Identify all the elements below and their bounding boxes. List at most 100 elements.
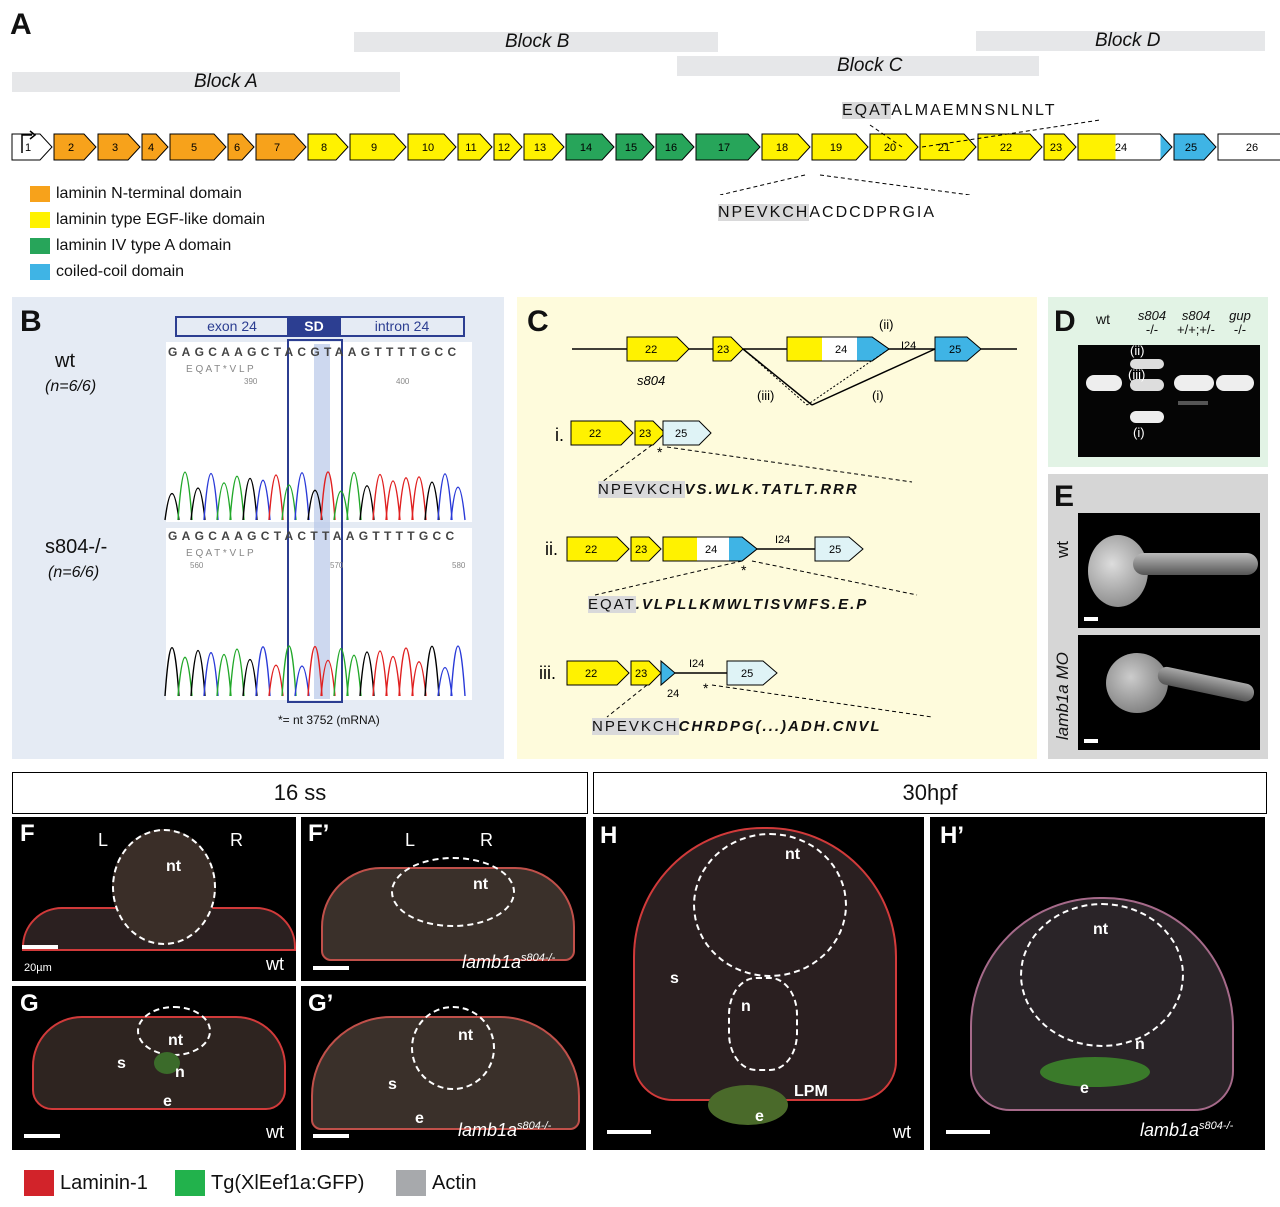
block-b-label: Block B [505, 31, 570, 52]
exon-arrow [457, 133, 493, 161]
g-wt: wt [266, 1122, 284, 1142]
f-wt: wt [266, 954, 284, 974]
scale-bar-g2 [313, 1134, 349, 1138]
d-ii: (ii) [1130, 343, 1145, 358]
exon-number: 8 [321, 142, 327, 154]
embryo-yolk [1106, 653, 1168, 713]
scale-bar [1084, 739, 1098, 743]
label-ii-c: (ii) [879, 317, 893, 332]
exon-number: 20 [884, 142, 896, 154]
c-ii-23: 23 [635, 544, 647, 556]
neural-tube [391, 857, 515, 927]
micrograph-f2 [301, 817, 586, 981]
c-iii-22: 22 [585, 668, 597, 680]
seq-bottom-rest: ACDCDPRGIA [809, 204, 937, 221]
intron24-label: intron 24 [374, 318, 430, 334]
seq-top: EQATALMAEMNSNLNLT [842, 102, 1056, 120]
mut-label: s804-/- [45, 536, 108, 558]
chromatogram-peak [385, 656, 401, 697]
exon-number: 25 [1185, 142, 1197, 154]
exon-arrow [407, 133, 457, 161]
legend-swatch [396, 1170, 426, 1196]
c-i-22: 22 [589, 428, 601, 440]
aa-mut: E Q A T * V L P [186, 548, 254, 559]
legend-label: Laminin-1 [60, 1171, 148, 1194]
micrograph-h [593, 817, 924, 1150]
mut-n: (n=6/6) [48, 564, 100, 581]
exon-arrow [255, 133, 307, 161]
chromatogram-peak [190, 649, 206, 697]
exon-arrow [493, 133, 523, 161]
legend-swatch [24, 1170, 54, 1196]
chromatogram-peak [203, 652, 219, 697]
chromatogram-peak [320, 471, 336, 521]
chromatogram-peak [372, 473, 388, 521]
exon-arrow [53, 133, 97, 161]
exon-number: 19 [830, 142, 842, 154]
f2-mut: lamb1as804-/- [462, 952, 555, 973]
scale-bar-f2 [313, 966, 349, 970]
exon24-c: 24 [835, 344, 847, 356]
chromatogram-peak [268, 664, 284, 697]
c-seq2: EQAT.VLPLLKMWLTISVMFS.E.P [588, 596, 868, 613]
header-16ss: 16 ss [12, 772, 588, 814]
band [1086, 375, 1122, 391]
d-i: (i) [1133, 425, 1145, 440]
embryo-body [1133, 553, 1258, 575]
chromatogram: GAGCAAGCTACGTAAGTTTTGCC E Q A T * V L P … [164, 339, 472, 703]
bases-mut: GAGCAAGCTACTTAAGTTTTGCC [168, 529, 458, 543]
panel-label-e: E [1054, 480, 1075, 513]
row-ii: ii. [545, 539, 558, 559]
chromatogram-peak [164, 646, 180, 697]
legend-n-terminal: laminin N-terminal domain [30, 185, 242, 203]
micrograph-f [12, 817, 296, 981]
f-R: R [230, 830, 243, 850]
exon-arrow [97, 133, 141, 161]
d-lab-wt: wt [1096, 311, 1110, 327]
c-ii-22: 22 [585, 544, 597, 556]
chromatogram-peak [177, 471, 193, 521]
c-i-25: 25 [675, 428, 687, 440]
exon-number: 15 [625, 142, 637, 154]
f2-nt: nt [473, 876, 489, 893]
legend-actin: Actin [396, 1170, 476, 1196]
g2-s: s [388, 1076, 397, 1093]
g-s: s [117, 1055, 126, 1072]
bases-wt: GAGCAAGCTACGTAAGTTTTGCC [168, 345, 460, 359]
mut-sup: s804-/- [517, 1120, 552, 1132]
exon-number: 2 [68, 142, 74, 154]
exon22-c: 22 [645, 344, 657, 356]
aa-wt: E Q A T * V L P [186, 364, 254, 375]
h-n: n [741, 998, 751, 1015]
c-ii-25: 25 [829, 544, 841, 556]
wt-label: wt [55, 350, 75, 372]
micrograph-g [12, 986, 296, 1150]
chromatogram-peak [359, 651, 375, 697]
neural-tube [693, 833, 847, 977]
d-iii: (iii) [1128, 367, 1146, 382]
legend-iv-a: laminin IV type A domain [30, 237, 231, 255]
notochord [154, 1052, 180, 1074]
block-c-bar [677, 56, 1039, 76]
exon-arrow [1077, 133, 1173, 161]
scale-bar-g [24, 1134, 60, 1138]
endoderm [708, 1085, 788, 1125]
mut-base: lamb1a [458, 1120, 518, 1140]
scale-bar-h2 [946, 1130, 990, 1134]
d-s804a2: -/- [1145, 322, 1159, 337]
legend-label: laminin type EGF-like domain [56, 211, 265, 228]
legend-label: Tg(XlEef1a:GFP) [211, 1171, 365, 1194]
legend-gfp: Tg(XlEef1a:GFP) [175, 1170, 364, 1196]
chromatogram-peak [229, 475, 245, 521]
exon-number: 1 [25, 142, 31, 154]
band [1130, 411, 1164, 423]
g-nt: nt [168, 1032, 184, 1049]
chromatogram-peak [294, 472, 310, 521]
band [1178, 401, 1208, 405]
block-a-label: Block A [194, 71, 258, 92]
chromatogram-peak [203, 472, 219, 521]
mut-sup: s804-/- [521, 952, 556, 964]
band [1130, 359, 1164, 369]
c-seq3-box: NPEVKCH [592, 718, 679, 735]
c-seq1: NPEVKCHVS.WLK.TATLT.RRR [598, 481, 859, 498]
